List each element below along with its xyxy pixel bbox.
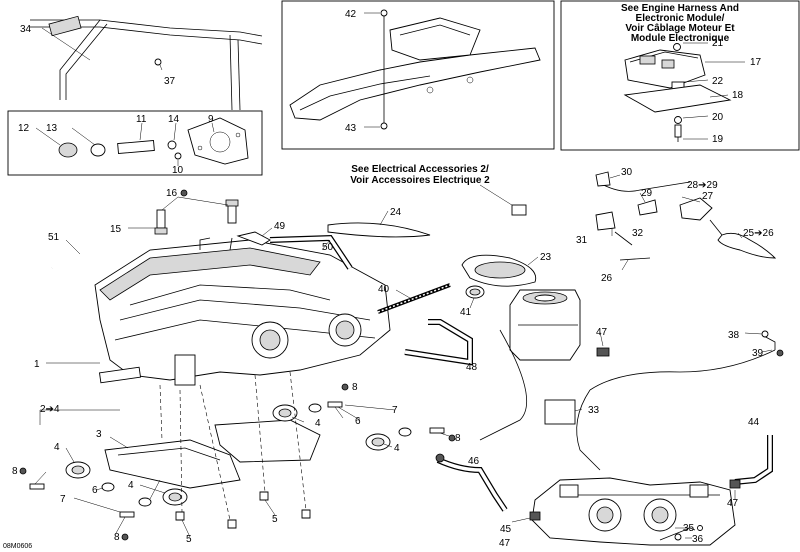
callout-33: 33 xyxy=(588,405,600,416)
callout-51: 51 xyxy=(48,232,60,243)
guard-24 xyxy=(327,222,431,238)
decal-34 xyxy=(48,15,82,37)
inset-box-harness xyxy=(560,0,800,151)
carburetors xyxy=(531,477,736,546)
callout-43: 43 xyxy=(345,123,357,134)
callout-25: 25➔26 xyxy=(743,228,774,239)
callout-32: 32 xyxy=(632,228,644,239)
callout-5b: 5 xyxy=(272,514,278,525)
callout-10: 10 xyxy=(172,165,184,176)
intake-silencer xyxy=(461,254,537,299)
callout-35: 35 xyxy=(683,523,695,534)
callout-5a: 5 xyxy=(186,534,192,545)
inset-box-sensor xyxy=(7,110,263,176)
engine-block xyxy=(94,237,391,386)
dashed-alignment-lines xyxy=(159,371,307,521)
callout-11: 11 xyxy=(136,114,147,125)
callout-24: 24 xyxy=(390,207,402,218)
callout-8c: 8 xyxy=(352,382,358,393)
throttle-controls xyxy=(595,171,777,261)
callout-6a: 6 xyxy=(92,485,98,496)
note-accessories-line2: Voir Accessoires Electrique 2 xyxy=(350,175,490,186)
callout-27: 27 xyxy=(702,191,714,202)
callout-20: 20 xyxy=(712,112,724,123)
inset-box-bracket xyxy=(281,0,555,150)
callout-17: 17 xyxy=(750,57,762,68)
callout-39: 39 xyxy=(752,348,764,359)
engine-mounts xyxy=(29,401,445,529)
callout-6b: 6 xyxy=(355,416,361,427)
callout-38: 38 xyxy=(728,330,740,341)
callout-36: 36 xyxy=(692,534,704,545)
note-accessories-line1: See Electrical Accessories 2/ xyxy=(351,164,489,175)
torque-icon xyxy=(448,434,456,442)
callout-19: 19 xyxy=(712,134,724,145)
mounting-bracket xyxy=(289,9,541,130)
torque-icon xyxy=(121,533,129,541)
callout-4d: 4 xyxy=(394,443,400,454)
callout-30: 30 xyxy=(621,167,633,178)
note-harness-line3: Voir Câblage Moteur Et xyxy=(625,23,735,34)
callout-1: 1 xyxy=(34,359,40,370)
callout-34: 34 xyxy=(20,24,32,35)
callout-26: 26 xyxy=(601,273,613,284)
callout-16: 16 xyxy=(166,188,178,199)
spark-plugs xyxy=(154,199,239,235)
callout-7a: 7 xyxy=(60,494,66,505)
callout-9: 9 xyxy=(208,114,214,125)
callout-21: 21 xyxy=(712,38,724,49)
callout-4b: 4 xyxy=(128,480,134,491)
callout-13: 13 xyxy=(46,123,58,134)
muffler xyxy=(509,289,581,361)
callout-41: 41 xyxy=(460,307,472,318)
callout-8d: 8 xyxy=(455,433,461,444)
callout-46: 46 xyxy=(468,456,480,467)
callout-8b: 8 xyxy=(114,532,120,543)
callout-49: 49 xyxy=(274,221,286,232)
callout-47b: 47 xyxy=(727,498,739,509)
callout-15: 15 xyxy=(110,224,122,235)
callout-40: 40 xyxy=(378,284,390,295)
callout-12: 12 xyxy=(18,123,30,134)
throttle-cable xyxy=(589,349,776,391)
callout-18: 18 xyxy=(732,90,744,101)
hose-46 xyxy=(436,457,508,512)
callout-2: 2➔4 xyxy=(40,404,60,415)
frame-tube xyxy=(30,15,263,111)
callout-42: 42 xyxy=(345,9,357,20)
callout-22: 22 xyxy=(712,76,724,87)
callout-45: 45 xyxy=(500,524,512,535)
note-harness-line1: See Engine Harness And xyxy=(621,3,739,14)
callout-47a: 47 xyxy=(596,327,608,338)
callout-37: 37 xyxy=(164,76,176,87)
callout-29: 29 xyxy=(641,188,653,199)
note-harness-line4: Module Electronique xyxy=(631,33,730,44)
torque-icon xyxy=(180,189,188,197)
callout-28: 28➔29 xyxy=(687,180,718,191)
callout-4c: 4 xyxy=(315,418,321,429)
callout-3: 3 xyxy=(96,429,102,440)
drawing-code: 08M0606 xyxy=(3,543,32,550)
sensor-assembly xyxy=(58,117,249,165)
torque-icon xyxy=(341,383,349,391)
callout-44: 44 xyxy=(748,417,760,428)
callout-14: 14 xyxy=(168,114,180,125)
callout-23: 23 xyxy=(540,252,552,263)
callout-31: 31 xyxy=(576,235,588,246)
callout-50: 50 xyxy=(322,242,334,253)
callout-48: 48 xyxy=(466,362,478,373)
note-harness-line2: Electronic Module/ xyxy=(636,13,725,24)
callout-47c: 47 xyxy=(499,538,511,549)
callout-8a: 8 xyxy=(12,466,18,477)
callout-4a: 4 xyxy=(54,442,60,453)
torque-icon xyxy=(19,467,27,475)
torque-icon xyxy=(776,349,784,357)
callout-7b: 7 xyxy=(392,405,398,416)
electronic-module xyxy=(623,43,732,142)
